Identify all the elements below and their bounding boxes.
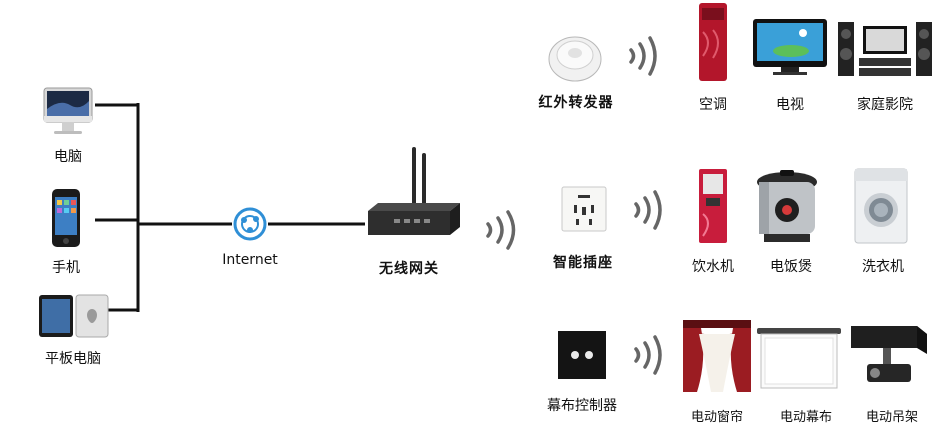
row3-device-3-label: 电动吊架	[856, 406, 928, 425]
wifi-signal-icon	[625, 36, 663, 76]
computer-icon	[40, 85, 96, 141]
electric-curtain-icon	[683, 320, 751, 394]
air-conditioner-icon	[697, 2, 729, 82]
row1-device-2-label: 电视	[765, 94, 815, 114]
row3-device-2-label: 电动幕布	[770, 406, 842, 425]
gateway-label: 无线网关	[364, 258, 454, 278]
projector-lift-icon	[847, 322, 929, 388]
rice-cooker-icon	[754, 168, 820, 244]
computer-label: 电脑	[43, 146, 93, 166]
smart-socket-icon	[560, 185, 608, 233]
home-theater-icon	[837, 20, 933, 78]
row1-device-1-label: 空调	[688, 94, 738, 114]
row1-device-3-label: 家庭影院	[845, 94, 925, 114]
row2-device-3-label: 洗衣机	[852, 256, 914, 276]
tv-icon	[751, 17, 829, 77]
wireless-gateway-icon	[362, 145, 462, 245]
row2-device-2-label: 电饭煲	[760, 256, 822, 276]
wifi-signal-icon	[630, 335, 668, 375]
smoke-detector-icon	[547, 33, 603, 83]
curtain-controller-icon	[557, 330, 607, 380]
row3-hub-label: 幕布控制器	[536, 395, 628, 415]
washing-machine-icon	[853, 168, 909, 244]
row1-hub-label: 红外转发器	[530, 92, 622, 112]
phone-label: 手机	[46, 257, 86, 277]
row2-hub-label: 智能插座	[538, 252, 628, 272]
wifi-signal-icon	[630, 190, 668, 230]
wifi-signal-icon	[482, 208, 522, 252]
tablet-label: 平板电脑	[30, 348, 116, 368]
row2-device-1-label: 饮水机	[682, 256, 744, 276]
water-dispenser-icon	[697, 168, 729, 244]
internet-icon	[232, 206, 268, 242]
phone-icon	[50, 188, 82, 248]
tablet-icon	[38, 293, 110, 339]
projector-screen-icon	[757, 328, 841, 390]
row3-device-1-label: 电动窗帘	[681, 406, 753, 425]
internet-label: Internet	[212, 252, 288, 268]
